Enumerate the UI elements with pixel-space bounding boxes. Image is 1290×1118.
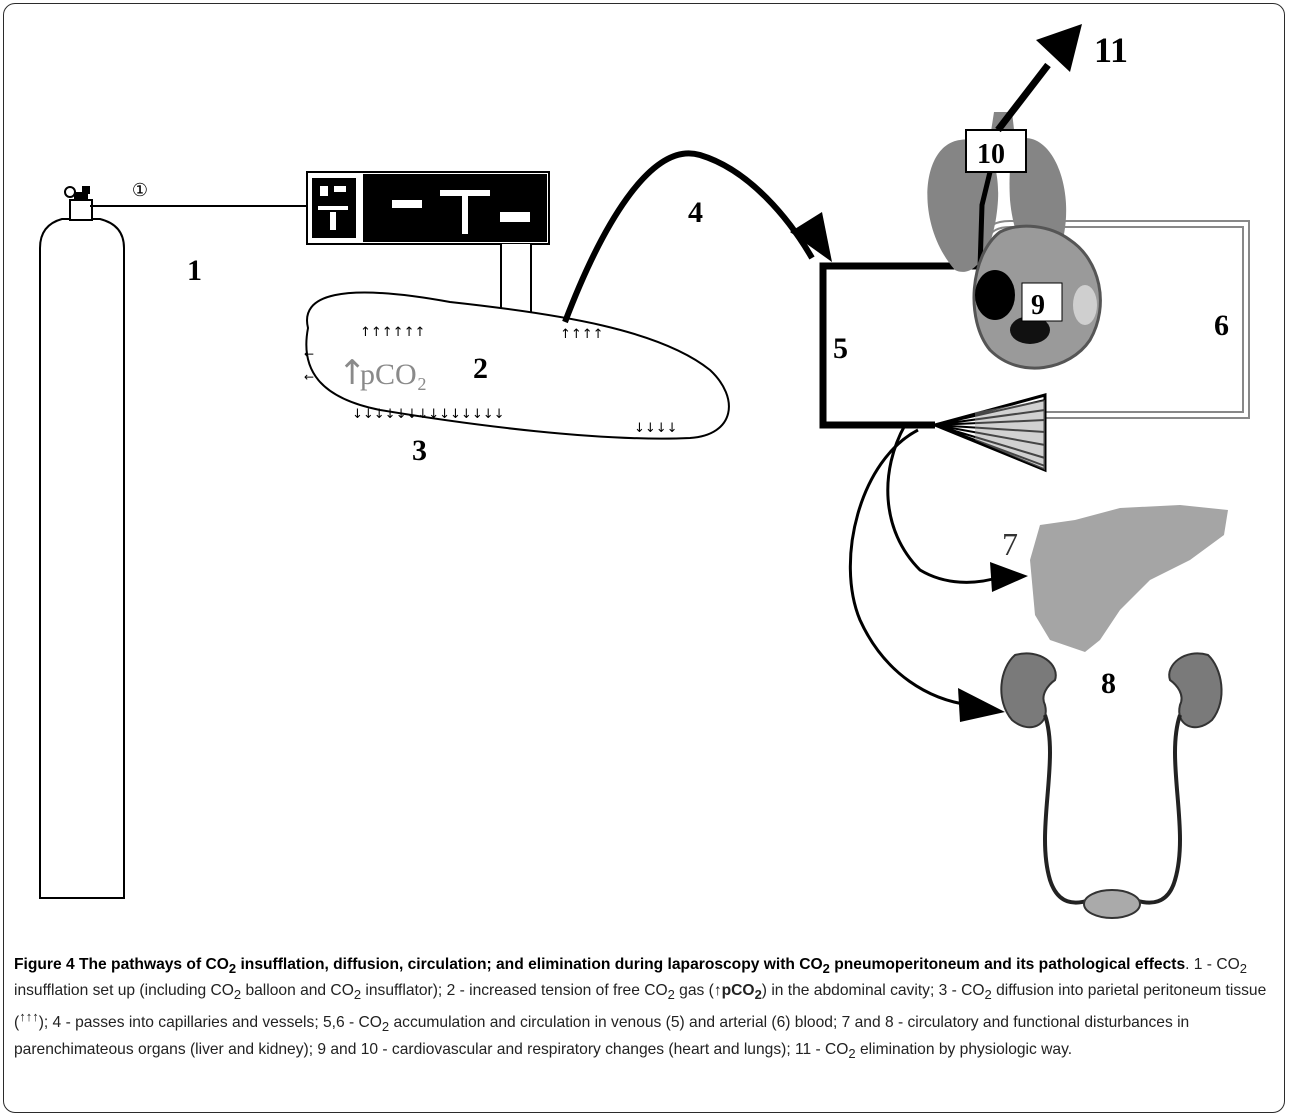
diffusion-up-arrows-2: ↑↑↑↑	[560, 327, 604, 342]
caption-title: Figure 4 The pathways of CO2 insufflatio…	[14, 956, 1186, 977]
label-3: 3	[412, 434, 427, 467]
capillary-bed	[930, 393, 1047, 473]
label-9: 9	[1031, 290, 1045, 321]
label-1: 1	[187, 254, 202, 287]
label-5: 5	[833, 332, 848, 365]
label-4: 4	[688, 196, 703, 229]
venous-circuit	[819, 262, 990, 429]
label-10: 10	[977, 139, 1005, 170]
diagram: ① ↑↑↑↑↑↑ ↑↑↑↑ ↓↓↓↓↓↓↓↓↓↓↓↓↓↓ ↓↓↓↓ ← ← ↑ …	[39, 24, 1250, 919]
pco2-up-arrow: ↑	[338, 353, 367, 393]
kidney-arrowhead	[958, 688, 1005, 722]
liver-path	[886, 424, 1001, 584]
elimination-arrowhead	[1036, 24, 1082, 72]
abdominal-cavity	[305, 291, 730, 440]
diffusion-down-arrows-2: ↓↓↓↓	[634, 421, 678, 436]
caption-body: . 1 - CO2 insufflation set up (including…	[14, 956, 1267, 1061]
capillary-arrowhead	[790, 212, 832, 262]
side-arrow-2: ←	[304, 370, 314, 384]
diffusion-down-arrows-1: ↓↓↓↓↓↓↓↓↓↓↓↓↓↓	[352, 407, 505, 422]
label-2: 2	[473, 352, 488, 385]
valve-symbol: ①	[132, 180, 148, 201]
label-6: 6	[1214, 309, 1229, 342]
insufflator	[306, 171, 550, 245]
co2-cylinder	[39, 186, 125, 899]
label-7: 7	[1002, 526, 1018, 562]
elimination-path	[995, 62, 1051, 133]
figure-caption: Figure 4 The pathways of CO2 insufflatio…	[14, 954, 1276, 1065]
label-8: 8	[1101, 667, 1116, 700]
pco2-label: pCO₂	[360, 358, 427, 391]
capillary-path	[562, 150, 815, 324]
figure-frame	[3, 3, 1285, 1113]
diffusion-up-arrows-1: ↑↑↑↑↑↑	[360, 325, 425, 340]
heart	[972, 224, 1102, 370]
kidney-path	[848, 428, 971, 707]
label-11: 11	[1094, 30, 1128, 70]
liver	[1030, 505, 1228, 652]
side-arrow-1: ←	[304, 347, 314, 361]
liver-arrowhead	[990, 562, 1028, 592]
urinary-system	[1000, 652, 1223, 919]
